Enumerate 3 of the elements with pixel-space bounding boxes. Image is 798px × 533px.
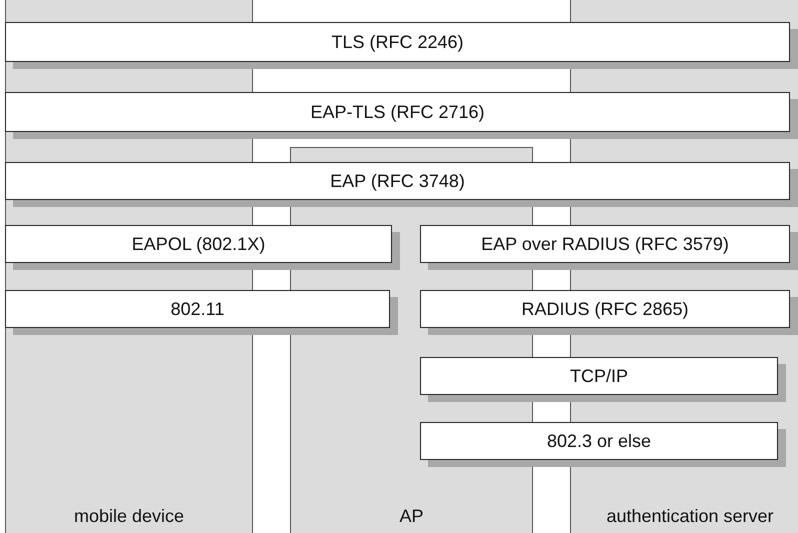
column-label: mobile device — [72, 506, 186, 527]
column-label: authentication server — [605, 506, 775, 527]
column-label: AP — [398, 506, 424, 527]
